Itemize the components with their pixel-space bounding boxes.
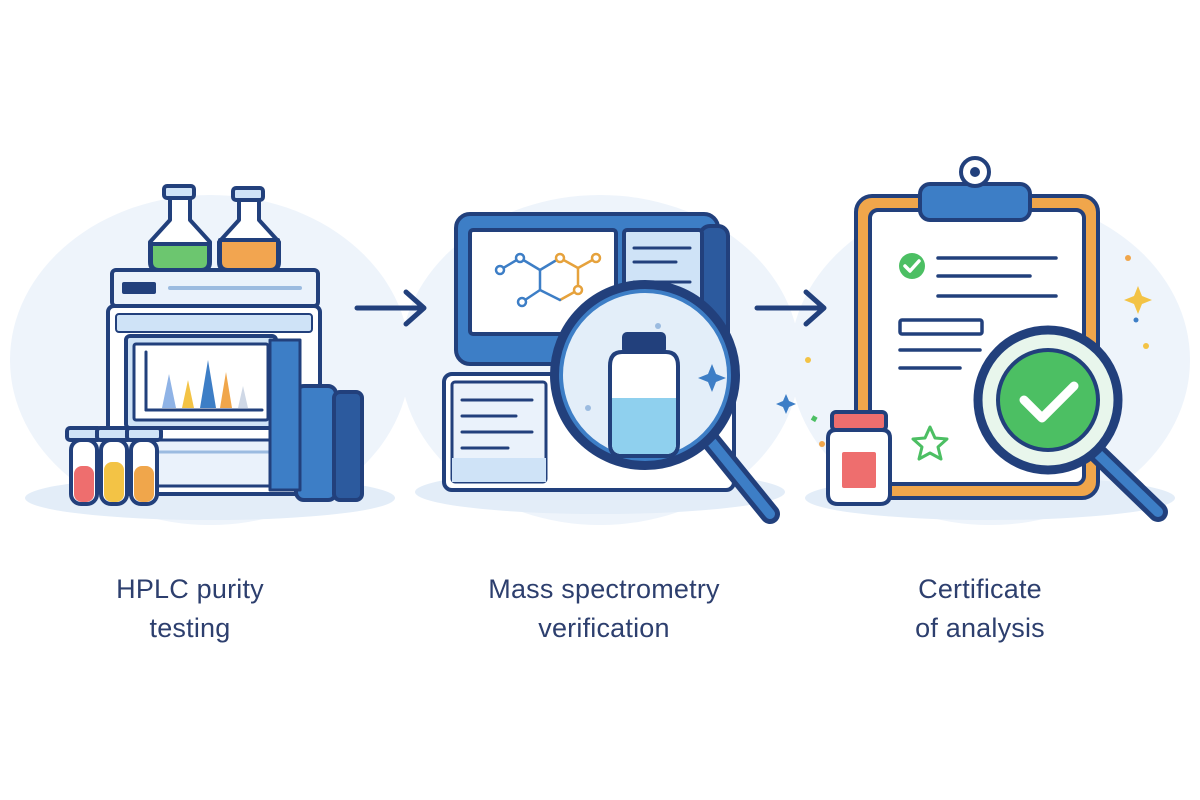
star-icon [911,425,949,461]
vial-icon [65,426,103,506]
magnifier-icon [550,280,780,524]
flask-icon [217,186,281,272]
flask-icon [148,184,212,272]
molecule-icon [494,252,602,308]
caption-line: Mass spectrometry [488,574,720,604]
caption-line: testing [149,613,231,643]
arrow-right-icon [354,289,427,327]
check-icon [1019,381,1079,423]
step-caption-coa: Certificate of analysis [820,570,1140,648]
bottle-icon [608,332,680,458]
step-caption-mass-spec: Mass spectrometry verification [444,570,764,648]
caption-line: Certificate [918,574,1042,604]
sparkle-icon [1124,286,1152,314]
vial-icon [125,426,163,506]
magnifier-icon [973,325,1168,522]
caption-line: of analysis [915,613,1045,643]
caption-line: HPLC purity [116,574,264,604]
bottle-icon [826,410,892,506]
check-icon [899,253,925,279]
confetti [776,255,1152,447]
step-caption-hplc: HPLC purity testing [30,570,350,648]
hplc-machine-icon [65,184,364,506]
sparkle-icon [776,394,796,414]
caption-line: verification [538,613,670,643]
mass-spectrometer-icon [442,212,780,524]
sparkle-icon [698,364,726,392]
arrow-right-icon [754,289,827,327]
vial-icon [95,426,133,506]
